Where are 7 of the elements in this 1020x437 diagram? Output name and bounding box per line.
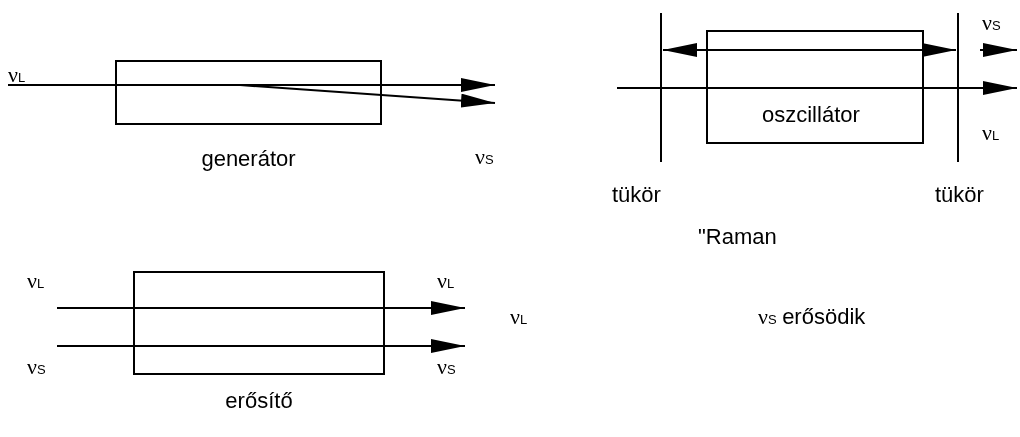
box-label: oszcillátor bbox=[762, 104, 860, 126]
caption-text: "Raman bbox=[698, 226, 777, 248]
mirror-label: tükör bbox=[935, 184, 984, 206]
mirror-label: tükör bbox=[612, 184, 661, 206]
raman-cell-box bbox=[706, 30, 924, 144]
box-caption: erősítő bbox=[225, 388, 293, 413]
box-caption: generátor bbox=[201, 146, 296, 171]
